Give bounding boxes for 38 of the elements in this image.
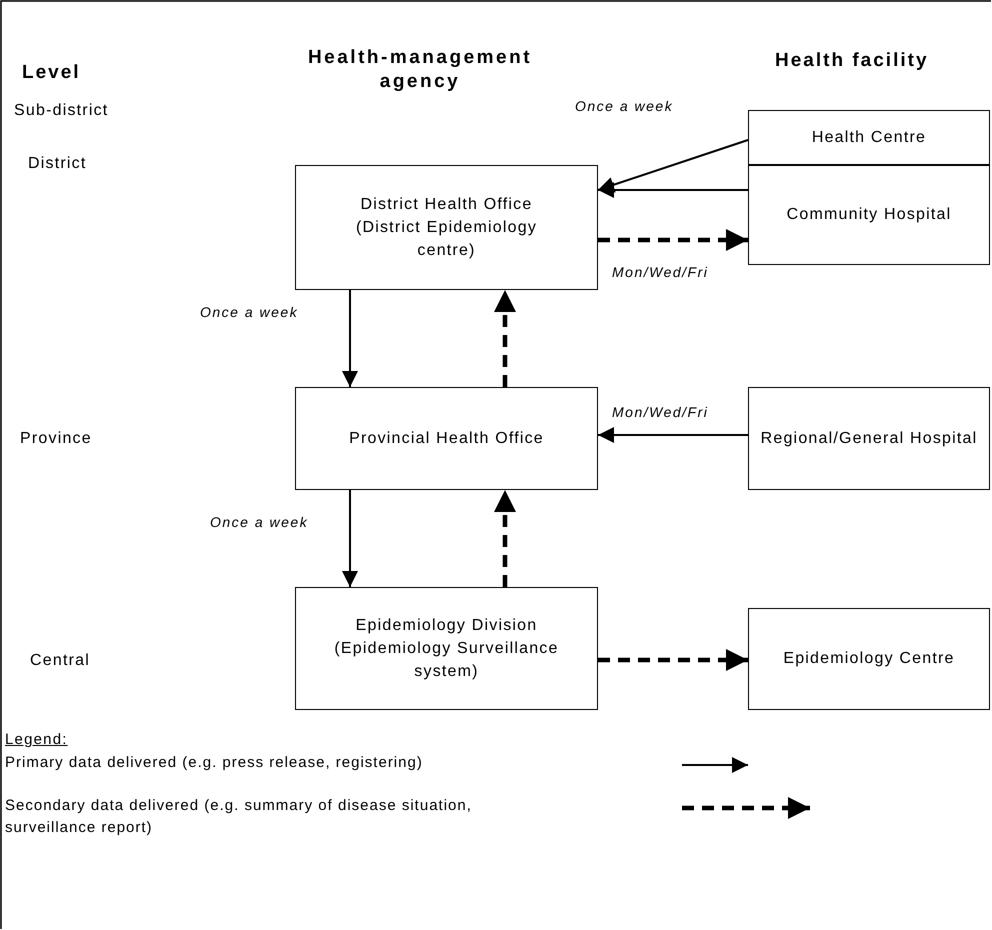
level-label: Sub-district bbox=[14, 102, 108, 120]
dashed-arrow bbox=[494, 490, 516, 587]
process-box bbox=[295, 587, 598, 710]
level-label: Central bbox=[30, 652, 90, 670]
column-heading: Level bbox=[22, 62, 81, 84]
process-box bbox=[748, 608, 990, 710]
arrow bbox=[598, 182, 748, 198]
column-heading: Health-management agency bbox=[306, 46, 534, 94]
level-label: District bbox=[28, 155, 86, 173]
arrow bbox=[598, 139, 748, 193]
arrow bbox=[598, 427, 748, 443]
box-text: Epidemiology Division (Epidemiology Surveillance system) bbox=[333, 616, 560, 682]
dashed-arrow bbox=[598, 649, 748, 671]
column-heading: Health facility bbox=[775, 50, 929, 72]
box-text: Health Centre bbox=[810, 128, 928, 148]
box-text: Regional/General Hospital bbox=[760, 428, 978, 449]
edge-label: Once a week bbox=[200, 304, 298, 320]
level-label: Province bbox=[20, 430, 92, 448]
box-text: Epidemiology Centre bbox=[782, 649, 956, 670]
edge-label: Once a week bbox=[210, 514, 308, 530]
edge-label: Mon/Wed/Fri bbox=[612, 404, 708, 420]
box-text: District Health Office (District Epidemiology centre) bbox=[354, 194, 538, 262]
box-text: Community Hospital bbox=[786, 205, 952, 226]
arrow bbox=[342, 290, 358, 387]
process-box bbox=[295, 387, 598, 490]
dashed-arrow bbox=[494, 290, 516, 387]
edge-label: Once a week bbox=[575, 98, 674, 114]
legend-text: Secondary data delivered (e.g. summary of disease situation, surveillance report) bbox=[5, 796, 473, 838]
process-box bbox=[295, 165, 598, 290]
dashed-arrow bbox=[598, 229, 748, 251]
process-box bbox=[748, 387, 990, 490]
arrow bbox=[342, 490, 358, 587]
edge-label: Mon/Wed/Fri bbox=[612, 264, 708, 280]
box-text: Provincial Health Office bbox=[348, 428, 545, 449]
process-box bbox=[748, 165, 990, 265]
process-box bbox=[748, 110, 990, 165]
legend-text: Primary data delivered (e.g. press release, registering) bbox=[5, 753, 424, 773]
legend-heading: Legend: bbox=[5, 731, 68, 748]
